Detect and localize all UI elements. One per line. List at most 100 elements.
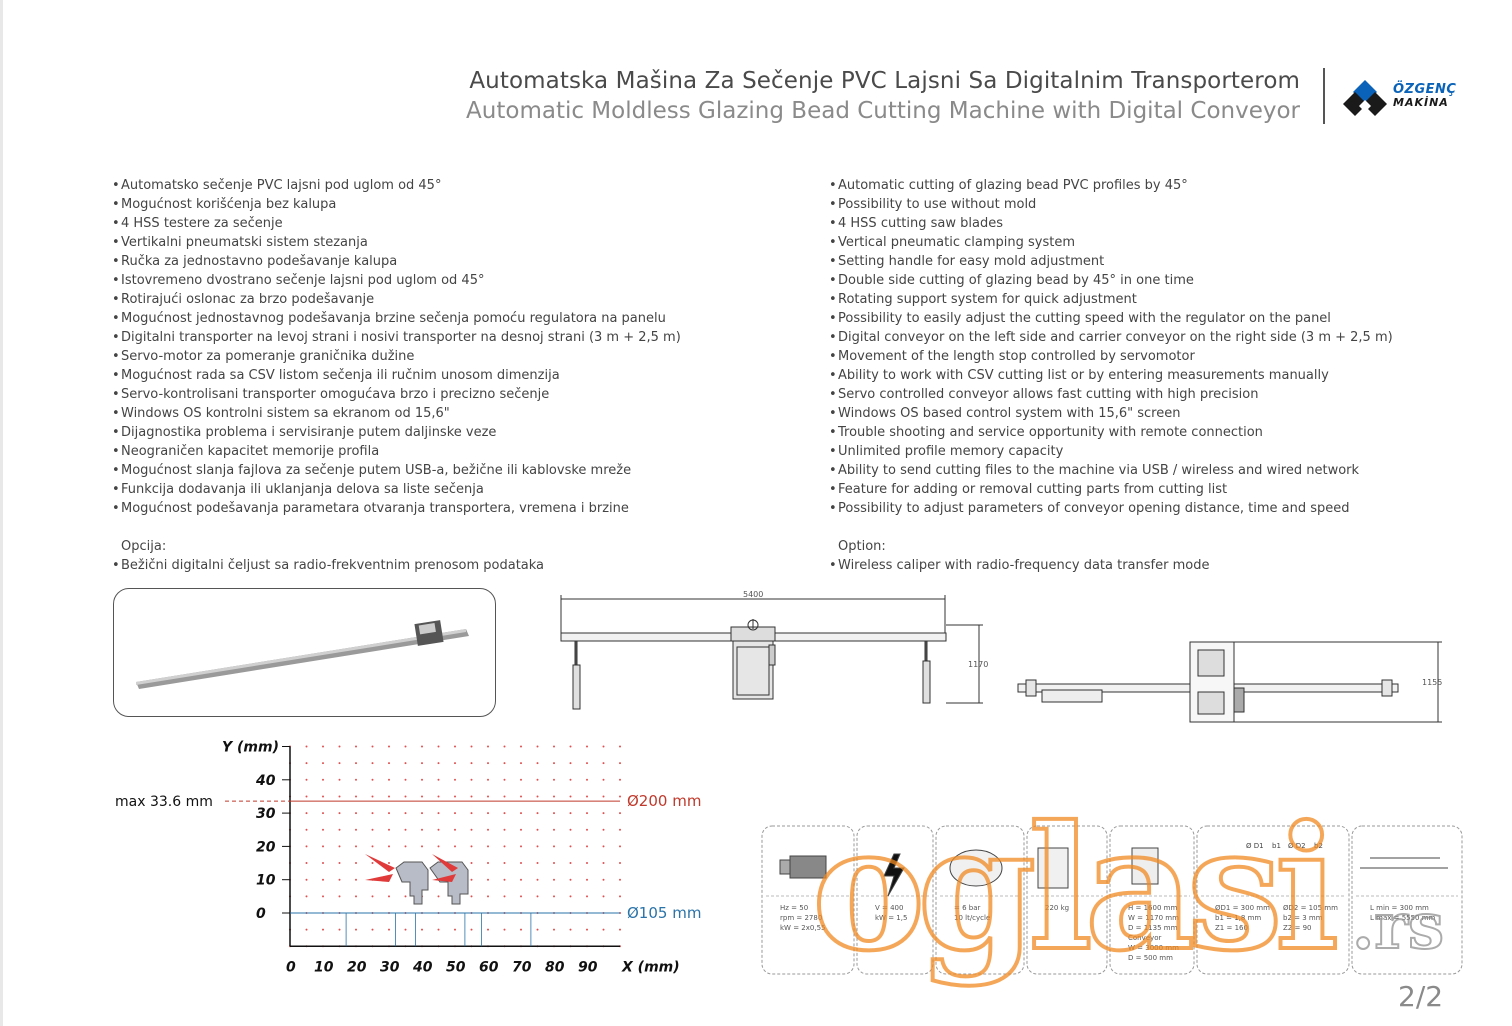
grid-dot bbox=[404, 795, 407, 798]
grid-dot bbox=[371, 795, 374, 798]
grid-dot bbox=[355, 778, 357, 781]
y-tick-label: 40 bbox=[255, 773, 276, 789]
grid-dot bbox=[338, 928, 341, 931]
header-divider bbox=[1323, 68, 1325, 124]
spec-value: Z1 = 160 bbox=[1215, 924, 1248, 932]
grid-dot bbox=[355, 745, 357, 748]
grid-dot bbox=[305, 895, 308, 898]
grid-dot bbox=[470, 928, 473, 931]
grid-dot bbox=[388, 795, 390, 798]
grid-dot bbox=[437, 762, 440, 765]
grid-dot bbox=[520, 845, 522, 848]
x-tick-label: 30 bbox=[380, 959, 400, 975]
grid-dot bbox=[371, 895, 374, 898]
grid-dot bbox=[371, 812, 374, 815]
y-tick-label: 30 bbox=[256, 806, 276, 822]
grid-dot bbox=[404, 745, 407, 748]
grid-dot bbox=[388, 895, 390, 898]
grid-dot bbox=[305, 878, 308, 881]
grid-dot bbox=[553, 828, 555, 831]
grid-dot bbox=[602, 778, 605, 781]
features-english: Automatic cutting of glazing bead PVC pr… bbox=[829, 176, 1393, 575]
feature-sr-item: Funkcija dodavanja ili uklanjanja delova… bbox=[112, 480, 681, 499]
grid-dot bbox=[553, 895, 555, 898]
caliper-image bbox=[113, 588, 496, 717]
grid-dot bbox=[454, 812, 456, 815]
grid-dot bbox=[503, 745, 506, 748]
capacity-chart-svg: Y (mm) X (mm) max 33.6 mm Ø200 mm Ø105 m… bbox=[115, 740, 701, 976]
grid-dot bbox=[305, 845, 308, 848]
option-title-english: Option: bbox=[838, 539, 886, 554]
grid-dot bbox=[586, 895, 588, 898]
grid-dot bbox=[520, 762, 522, 765]
digital-caliper-icon bbox=[136, 620, 469, 689]
front-view-drawing: 5400 1170 bbox=[553, 585, 993, 715]
grid-dot bbox=[322, 795, 324, 798]
feature-list-serbian: Automatsko sečenje PVC lajsni pod uglom … bbox=[112, 176, 681, 518]
grid-dot bbox=[305, 928, 308, 931]
x-tick-label: 50 bbox=[446, 959, 466, 975]
grid-dot bbox=[305, 812, 308, 815]
grid-dot bbox=[338, 762, 341, 765]
grid-dot bbox=[388, 762, 390, 765]
grid-dot bbox=[322, 778, 324, 781]
feature-sr-item: Dijagnostika problema i servisiranje put… bbox=[112, 423, 681, 442]
grid-dot bbox=[338, 895, 341, 898]
grid-dot bbox=[470, 762, 473, 765]
grid-dot bbox=[619, 795, 621, 798]
grid-dot bbox=[602, 862, 605, 865]
grid-dot bbox=[569, 745, 572, 748]
watermark-suffix: .rs bbox=[1352, 889, 1444, 964]
grid-dot bbox=[454, 795, 456, 798]
spec-value: rpm = 2780 bbox=[780, 914, 822, 922]
feature-en-item: Vertical pneumatic clamping system bbox=[829, 233, 1393, 252]
grid-dot bbox=[487, 845, 489, 848]
feature-en-item: Feature for adding or removal cutting pa… bbox=[829, 480, 1393, 499]
grid-dot bbox=[619, 928, 621, 931]
grid-dot bbox=[487, 862, 489, 865]
glazing-bead-profile-1 bbox=[395, 861, 429, 905]
grid-dot bbox=[619, 762, 621, 765]
grid-dot bbox=[553, 778, 555, 781]
feature-list-english: Automatic cutting of glazing bead PVC pr… bbox=[829, 176, 1393, 518]
feature-en-item: Possibility to easily adjust the cutting… bbox=[829, 309, 1393, 328]
feature-en-item: Automatic cutting of glazing bead PVC pr… bbox=[829, 176, 1393, 195]
feature-sr-item: Servo-kontrolisani transporter omogućava… bbox=[112, 385, 681, 404]
grid-dot bbox=[586, 862, 588, 865]
grid-dot bbox=[421, 845, 423, 848]
page-edge bbox=[0, 0, 3, 1026]
grid-dot bbox=[404, 828, 407, 831]
feature-sr-item: Servo-motor za pomeranje graničnika duži… bbox=[112, 347, 681, 366]
grid-dot bbox=[470, 845, 473, 848]
grid-dot bbox=[437, 778, 440, 781]
grid-dot bbox=[487, 778, 489, 781]
top-view-drawing: 1155 bbox=[1012, 630, 1462, 725]
grid-dot bbox=[602, 895, 605, 898]
feature-sr-item: Mogućnost podešavanja parametara otvaran… bbox=[112, 499, 681, 518]
grid-dot bbox=[553, 812, 555, 815]
grid-dot bbox=[338, 812, 341, 815]
grid-dot bbox=[322, 762, 324, 765]
grid-dot bbox=[586, 795, 588, 798]
grid-dot bbox=[404, 845, 407, 848]
grid-dot bbox=[470, 862, 473, 865]
grid-dot bbox=[371, 828, 374, 831]
spec-box bbox=[1109, 825, 1195, 975]
x-tick-label: 0 bbox=[286, 959, 296, 975]
spec-value: D = 500 mm bbox=[1128, 954, 1173, 962]
option-item-english: Wireless caliper with radio-frequency da… bbox=[829, 556, 1393, 575]
x-tick-label: 90 bbox=[578, 959, 598, 975]
grid-dot bbox=[520, 895, 522, 898]
y-axis-label: Y (mm) bbox=[222, 740, 279, 756]
cut-arrow-2 bbox=[365, 874, 393, 882]
grid-dot bbox=[437, 812, 440, 815]
grid-dot bbox=[503, 812, 506, 815]
grid-dot bbox=[470, 778, 473, 781]
y-tick-label: 10 bbox=[256, 873, 276, 889]
grid-dot bbox=[619, 862, 621, 865]
option-item-serbian: Bežični digitalni čeljust sa radio-frekv… bbox=[112, 556, 681, 575]
cut-arrow-3 bbox=[432, 854, 458, 872]
feature-en-item: Trouble shooting and service opportunity… bbox=[829, 423, 1393, 442]
spec-value: H = 1600 mm bbox=[1128, 904, 1177, 912]
